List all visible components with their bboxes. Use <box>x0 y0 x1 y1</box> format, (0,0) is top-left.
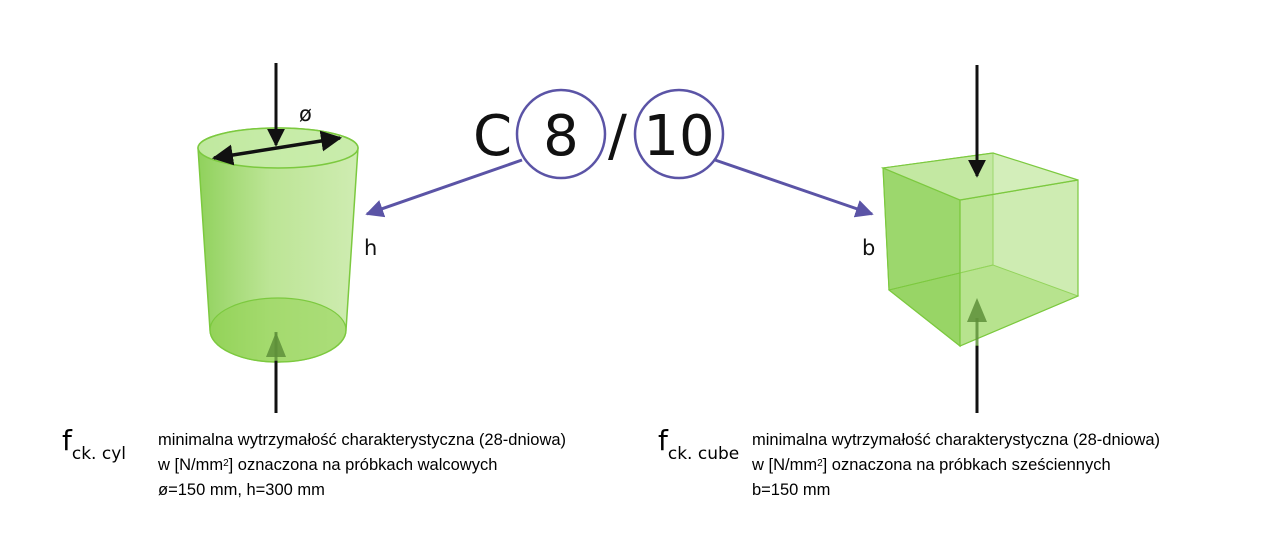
cylinder-class-value: 8 <box>543 104 579 169</box>
cylinder-diameter-arrow <box>211 130 343 166</box>
symbol-f: f <box>658 424 668 457</box>
cylinder-class-circle <box>515 88 607 180</box>
cylinder-strength-symbol: fck. cyl <box>62 424 126 463</box>
cylinder-bottom-ellipse <box>209 297 347 363</box>
class-separator: / <box>608 104 627 169</box>
cylinder-strength-description: minimalna wytrzymałość charakterystyczna… <box>158 428 628 503</box>
cube-strength-symbol: fck. cube <box>658 424 739 463</box>
symbol-f: f <box>62 424 72 457</box>
cube-pointer-arrow <box>714 158 874 218</box>
cylinder-inner-arrowhead <box>266 332 286 357</box>
desc-line-3: ø=150 mm, h=300 mm <box>158 481 325 499</box>
cube-class-circle <box>633 88 725 180</box>
cube-inner-arrowhead <box>967 298 987 322</box>
symbol-subscript: ck. cyl <box>71 444 126 464</box>
desc-line-2: w [N/mm2] oznaczona na próbkach walcowyc… <box>158 456 498 474</box>
cube-class-value: 10 <box>643 104 714 169</box>
symbol-subscript: ck. cube <box>667 444 740 464</box>
cylinder-pointer-arrow <box>365 158 523 218</box>
height-label: h <box>364 236 377 260</box>
concrete-class-title: C 8 / 10 <box>473 88 725 180</box>
desc-line-1: minimalna wytrzymałość charakterystyczna… <box>752 431 1161 449</box>
edge-label: b <box>862 236 875 260</box>
cube-specimen <box>880 65 1080 413</box>
cube-strength-description: minimalna wytrzymałość charakterystyczna… <box>752 428 1222 503</box>
desc-line-1: minimalna wytrzymałość charakterystyczna… <box>158 431 567 449</box>
diameter-label: ø <box>299 102 312 126</box>
cylinder-specimen <box>197 63 359 413</box>
class-prefix: C <box>473 104 512 169</box>
desc-line-3: b=150 mm <box>752 481 831 499</box>
desc-line-2: w [N/mm2] oznaczona na próbkach sześcien… <box>752 456 1111 474</box>
